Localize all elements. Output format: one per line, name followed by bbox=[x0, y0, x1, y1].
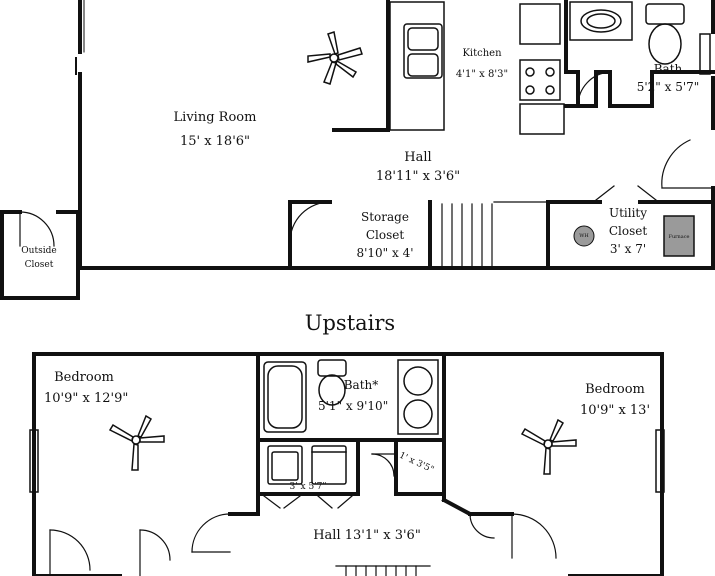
furnace-label: Furnace bbox=[668, 234, 690, 240]
bath-upstairs-dims: 5'1" x 9'10" bbox=[318, 399, 389, 413]
hall-downstairs-dims: 18'11" x 3'6" bbox=[375, 169, 461, 185]
bedroom-right-name: Bedroom bbox=[585, 382, 645, 397]
utility-closet-label: Utility Closet 3' x 7' bbox=[600, 206, 656, 257]
kitchen-name: Kitchen bbox=[462, 48, 502, 59]
outside-closet-line2: Closet bbox=[24, 260, 54, 271]
bedroom-right-dims: 10'9" x 13' bbox=[579, 403, 651, 419]
utility-closet-line1: Utility bbox=[608, 206, 648, 220]
bedroom-right-label: Bedroom 10'9" x 13' bbox=[572, 382, 658, 420]
bath-window bbox=[699, 33, 711, 75]
outside-closet-label: Outside Closet bbox=[10, 246, 68, 272]
bedroom-left-label: Bedroom 10'9" x 12'9" bbox=[44, 370, 129, 408]
upstairs-stairs bbox=[335, 565, 431, 576]
downstairs-doors bbox=[19, 71, 714, 247]
water-heater-label: WH bbox=[579, 233, 589, 239]
utility-closet-dims: 3' x 7' bbox=[609, 242, 647, 256]
kitchen-counter bbox=[389, 1, 565, 135]
kitchen-label: Kitchen 4'1" x 8'3" bbox=[450, 48, 514, 81]
water-heater-icon bbox=[573, 225, 595, 247]
bath-downstairs-name: Bath bbox=[653, 62, 683, 76]
living-room-name: Living Room bbox=[173, 110, 257, 125]
downstairs-bath-fixtures bbox=[569, 1, 685, 65]
storage-closet-label: Storage Closet 8'10" x 4' bbox=[350, 210, 420, 261]
upstairs-doors bbox=[49, 453, 557, 576]
downstairs-walls bbox=[0, 0, 715, 300]
bath-downstairs-label: Bath 5'2" x 5'7" bbox=[630, 62, 706, 95]
living-room-label: Living Room 15' x 18'6" bbox=[170, 110, 260, 151]
laundry-dims: 3' x 5'7" bbox=[289, 482, 327, 492]
hall-downstairs-name: Hall bbox=[404, 150, 432, 165]
utility-closet-line2: Closet bbox=[608, 224, 648, 238]
storage-closet-line2: Closet bbox=[365, 228, 405, 242]
hall-downstairs-label: Hall 18'11" x 3'6" bbox=[370, 150, 466, 186]
bedroom-left-dims: 10'9" x 12'9" bbox=[44, 391, 129, 407]
living-room-dims: 15' x 18'6" bbox=[179, 134, 251, 150]
upstairs-walls bbox=[32, 352, 664, 576]
ceiling-fan-icon bbox=[307, 31, 363, 85]
outside-closet-line1: Outside bbox=[21, 246, 57, 256]
kitchen-dims: 4'1" x 8'3" bbox=[455, 68, 509, 80]
furnace-icon bbox=[663, 215, 695, 257]
upstairs-bath-fixtures bbox=[263, 359, 439, 485]
right-bedroom-window bbox=[655, 429, 665, 493]
bath-upstairs-name: Bath* bbox=[343, 378, 379, 392]
ceiling-fan-icon bbox=[108, 414, 165, 471]
left-bedroom-window bbox=[29, 429, 39, 493]
downstairs-stairs bbox=[441, 201, 549, 269]
storage-closet-dims: 8'10" x 4' bbox=[356, 246, 414, 260]
bath-upstairs-label: Bath* 5'1" x 9'10" bbox=[318, 378, 389, 414]
bath-downstairs-dims: 5'2" x 5'7" bbox=[636, 80, 700, 94]
upstairs-title: Upstairs bbox=[304, 311, 396, 335]
ceiling-fan-icon bbox=[520, 418, 577, 475]
bedroom-left-name: Bedroom bbox=[54, 370, 114, 385]
hall-upstairs-label: Hall 13'1" x 3'6" bbox=[313, 528, 421, 543]
storage-closet-line1: Storage bbox=[361, 210, 409, 224]
